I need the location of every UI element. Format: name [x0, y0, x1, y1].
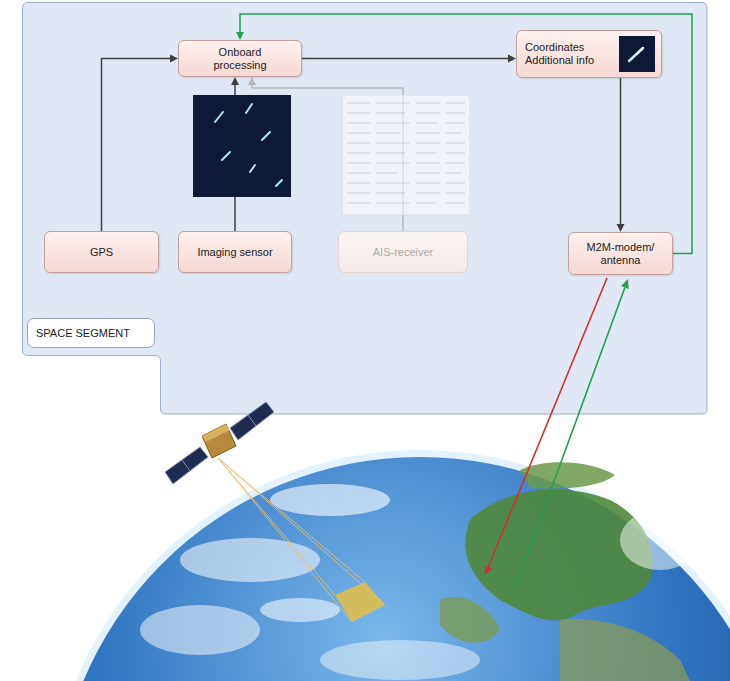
sensor-box: AIS-receiver [338, 231, 468, 273]
ship-streaks [215, 104, 282, 186]
connector-line [302, 58, 508, 60]
process-box: Onboard processing [178, 40, 302, 77]
connector-line [620, 78, 622, 224]
output-box: Coordinates Additional info [516, 30, 662, 78]
node-label: M2M-modem/ antenna [581, 241, 661, 267]
node-label: Coordinates Additional info [525, 41, 617, 67]
text-group: AIS-receiver [373, 246, 434, 259]
text-group: Onboard processing [200, 46, 280, 72]
sensor-beam [218, 458, 385, 622]
text-group: Imaging sensor [197, 246, 272, 259]
sensor-box: GPS [44, 231, 159, 273]
result-thumbnail [619, 36, 655, 72]
node-label: Onboard processing [200, 46, 280, 72]
node-label: AIS-receiver [373, 246, 434, 259]
sensor-box: Imaging sensor [178, 231, 292, 273]
node-label: GPS [90, 246, 113, 259]
ais-table [342, 95, 470, 215]
star-image [193, 95, 291, 197]
node-label: Imaging sensor [197, 246, 272, 259]
text-group: M2M-modem/ antenna [581, 241, 661, 267]
text-group: GPS [90, 246, 113, 259]
segment-panel: SPACE SEGMENT Onboard processing Coordinat… [22, 2, 708, 415]
segment-label: SPACE SEGMENT [27, 318, 155, 348]
text-group: Coordinates Additional info [525, 41, 617, 67]
modem-box: M2M-modem/ antenna [568, 232, 673, 275]
